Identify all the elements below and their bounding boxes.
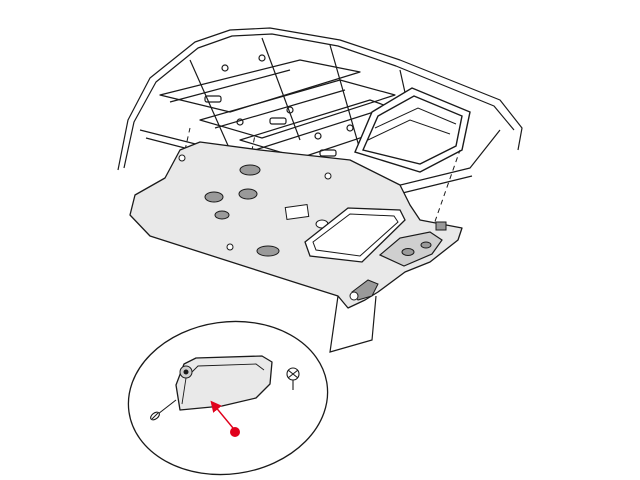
sun-visor-detail <box>127 320 329 476</box>
sun-visor-clip <box>286 367 300 390</box>
removal-callout <box>210 400 240 437</box>
sun-visor-screw <box>150 399 177 421</box>
sunroof-trim-opening <box>304 207 406 263</box>
detail-leader-lines <box>329 295 377 353</box>
sunroof-opening <box>354 87 471 173</box>
overhead-console <box>349 221 447 301</box>
